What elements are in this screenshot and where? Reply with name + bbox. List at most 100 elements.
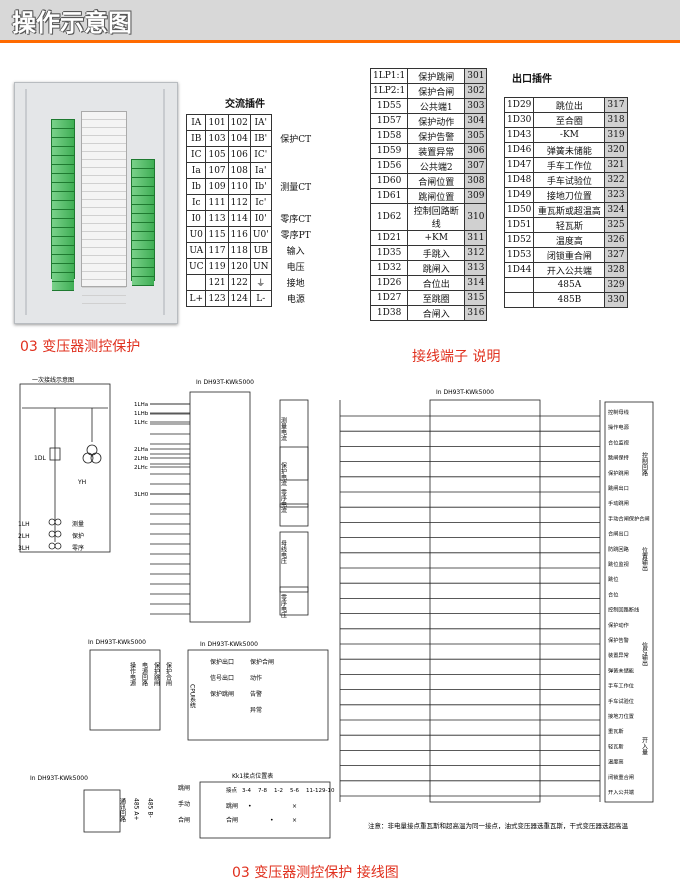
terminal-ref: 1D59 [369,143,409,159]
terminal-number: 326 [604,232,628,248]
device-photo [14,82,178,324]
terminal-number: 316 [464,305,488,321]
kk-cell: • [248,803,252,810]
terminal-number: 119 [205,258,229,275]
power-label: 操作电源 [129,661,136,687]
schematic-label: 保护 [72,532,84,540]
terminal-description: 合位出 [407,275,466,291]
schematic-label: YH [77,479,86,486]
cpu-row-label: 信号出口 [210,674,234,682]
terminal-number: 329 [604,277,628,293]
signal-description: 测量CT [280,183,312,193]
signal-label: IB' [249,130,272,147]
signal-label: U0' [249,226,272,243]
terminal-number: 106 [227,146,251,163]
signal-label: UN [249,258,272,275]
terminal-number: 308 [464,173,488,189]
signal-label: Ic' [249,194,272,211]
terminal-description: 跳闸入 [407,260,466,276]
terminal-number: 320 [604,142,628,158]
terminal-number: 107 [205,162,229,179]
terminal-ref: 1D62 [369,203,409,231]
diagram-note: 注意：非电量接点重瓦斯和超高温为同一接点，油式变压器选重瓦斯，干式变压器选超高温 [368,821,629,830]
signal-label: UA [185,242,207,259]
terminal-number: 112 [227,194,251,211]
cpu-box [187,649,329,741]
zero-pt-label: 零序电压 [280,594,287,619]
terminal-ref: 1D46 [503,142,535,158]
ct-label: 2LHa [134,447,148,453]
terminal-ref: 1D44 [503,262,535,278]
terminal-description: 保护告警 [407,128,466,144]
kk-cell: 跳闸 [226,802,238,810]
terminal-ref: 1D30 [503,112,535,128]
ct-label: 1LHc [134,420,148,426]
terminal-number: 313 [464,260,488,276]
right-function-label: 闭锁重合闸 [608,773,634,781]
kk-head: 1-2 [274,788,283,794]
ac-input-box [189,391,251,623]
right-function-label: 开入公共端 [608,788,634,796]
terminal-number: 315 [464,290,488,306]
terminal-number: 302 [464,83,488,99]
terminal-ref [503,292,535,308]
right-function-label: 操作电源 [608,423,630,431]
cpu-row-label: 告警 [250,690,262,698]
signal-label: Ia [185,162,207,179]
kk-cell: × [292,803,297,810]
cpu-title: CPU系统 [189,684,196,709]
terminal-number: 105 [205,146,229,163]
device-rail [25,89,27,315]
signal-description [271,115,320,131]
terminal-description: 重瓦斯或超温高 [533,202,606,218]
terminal-ref: 1D27 [369,290,409,306]
out-table-title: 出口插件 [512,74,552,85]
kk-cell: 合闸 [226,816,238,824]
terminal-number: 116 [227,226,251,243]
right-function-label: 弹簧未储能 [608,666,634,674]
signal-label: U0 [185,226,207,243]
terminal-number: 104 [227,130,251,147]
signal-label: IA' [249,114,272,131]
terminal-label-panel [81,111,127,304]
right-function-label: 手车工作位 [608,682,634,690]
terminal-number: 115 [205,226,229,243]
right-function-label: 轻瓦斯 [608,742,624,750]
terminal-description: 保护合闸 [407,83,466,99]
cpu-row-label: 保护合闸 [250,658,274,666]
schematic-label: 测量 [72,520,84,528]
right-function-label: 装置异常 [608,651,629,659]
terminal-description: 温度高 [533,232,606,248]
schematic-label: 零序 [72,544,84,552]
one-line-title: 一次接线示意图 [32,376,74,384]
ct-label: 2LHc [134,465,148,471]
terminal-number: 114 [227,210,251,227]
signal-label: L+ [185,290,207,307]
terminal-number: 101 [205,114,229,131]
right-function-label: 合位监视 [608,438,629,446]
signal-label [185,274,207,291]
terminal-description: 闭锁重合闸 [533,247,606,263]
terminal-ref: 1LP1:1 [369,68,409,84]
terminal-description: 手车工作位 [533,157,606,173]
signal-description: 电源 [286,295,305,305]
right-group-label: 控制回路 [641,451,648,477]
terminal-number: 102 [227,114,251,131]
power-device-model: In DH93T-KWk5000 [88,639,146,646]
right-group-label: 开入量 [641,737,648,756]
terminal-description: 控制回路断线 [407,203,466,231]
